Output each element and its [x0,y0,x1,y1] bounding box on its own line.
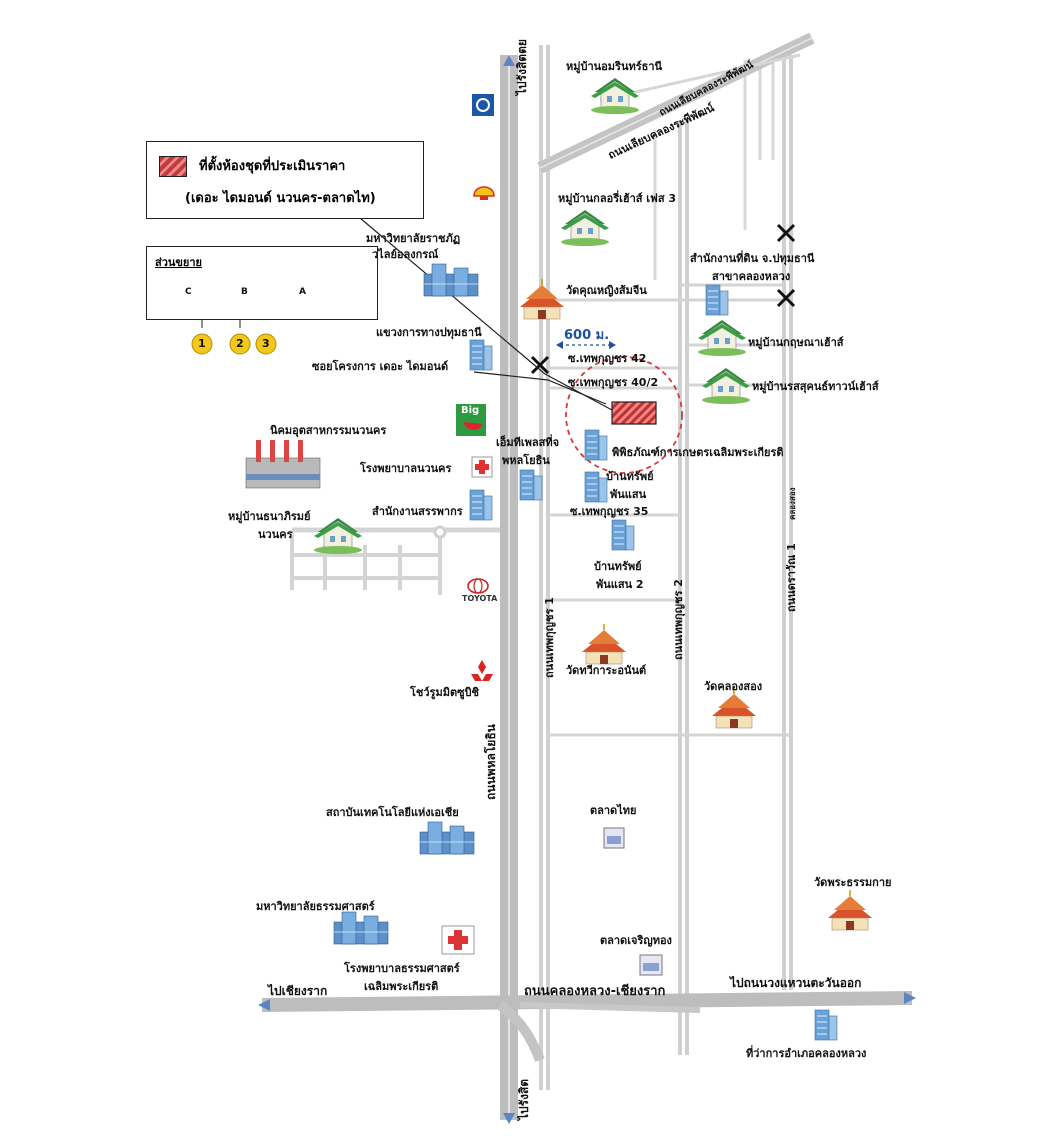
unit-number-2: 2 [236,337,244,350]
toyota-logo-icon [467,578,489,594]
place-wat-thawi: วัดทวีการะอนันต์ [566,664,647,677]
gas-station-icon [472,94,494,116]
place-thammasat: มหาวิทยาลัยธรรมศาสตร์ [256,900,375,913]
house-icon [697,319,747,357]
mitsubishi-logo-icon [471,660,493,681]
place-navanakorn-industrial: นิคมอุตสาหกรรมนวนคร [270,424,387,437]
place-talat-thai: ตลาดไทย [590,804,637,817]
site-marker[interactable] [611,401,657,425]
interchange-icons [530,223,796,375]
building-icon [584,471,608,503]
place-tu-hospital-2: เฉลิมพระเกียรติ [364,980,439,993]
place-talat-charoen: ตลาดเจริญทอง [600,934,672,947]
place-ait: สถาบันเทคโนโลยีแห่งเอเชีย [326,806,459,819]
building-icon [584,429,608,461]
place-amphoe-office: ที่ว่าการอำเภอคลองหลวง [746,1047,867,1060]
place-wat-khlong-song: วัดคลองสอง [704,680,763,693]
place-land-office-2: สาขาคลองหลวง [712,270,791,283]
road-khlong-luang-chiang-rak: ถนนคลองหลวง-เชียงราก [524,984,666,999]
soi-42: ซ.เทพกุญชร 42 [568,352,647,365]
place-tu-hospital-1: โรงพยาบาลธรรมศาสตร์ [344,962,460,975]
place-kritsana: หมู่บ้านกฤษณาเฮ้าส์ [748,336,844,349]
hospital-icon [471,456,493,478]
shell-icon [473,186,495,200]
legend-box: ที่ตั้งห้องชุดที่ประเมินราคา (เดอะ ไดมอน… [146,141,424,219]
house-icon [590,77,640,115]
market-icon [603,827,625,849]
factory-icon [245,440,321,489]
detail-title: ส่วนขยาย [155,256,202,269]
place-tesco-2: พหลโยธิน [502,454,550,467]
place-phansaen-1-line1: บ้านทรัพย์ [606,470,654,483]
block-a-label: A [299,287,306,297]
place-land-office-1: สำนักงานที่ดิน จ.ปทุมธานี [690,252,815,265]
place-highway-office: แขวงการทางปทุมธานี [376,326,482,339]
detail-box: ส่วนขยาย C B A [146,246,378,320]
direction-north: ไปรังสิตตย [515,39,529,95]
place-rassukon: หมู่บ้านรสสุคนธ์ทาวน์เฮ้าส์ [752,380,879,393]
building-icon [814,1009,838,1041]
house-icon [560,209,610,247]
direction-east: ไปถนนวงแหวนตะวันออก [730,976,862,990]
place-phansaen-2-line2: พันแสน 2 [596,578,644,591]
direction-west: ไปเชียงราก [268,984,328,998]
legend-swatch [159,156,187,177]
hospital-icon [441,925,475,955]
campus-icon [423,263,479,297]
big-c-logo-icon [456,404,486,436]
canal-khlong-song: คลองสอง [788,487,797,520]
unit-number-circles [191,333,277,355]
temple-icon [827,889,873,931]
market-icon [639,954,663,976]
distance-label: 600 ม. [564,328,610,343]
place-phansaen-1-line2: พันแสน [610,488,647,501]
place-valaya-1: มหาวิทยาลัยราชภัฏ [366,232,461,245]
road-network [261,32,913,1120]
place-valaya-2: วไลย์อลงกรณ์ [372,248,439,261]
place-tax-office: สำนักงานสรรพากร [372,505,463,518]
place-tesco-1: เอ็มทีเพลสที่จ [496,436,560,449]
legend-line-1: ที่ตั้งห้องชุดที่ประเมินราคา [199,159,346,174]
place-big-c: Big [461,405,480,416]
place-mitsubishi: โชว์รูมมิตซูบิชิ [410,686,480,699]
project-soi-label: ซอยโครงการ เดอะ ไดมอนด์ [312,360,449,373]
place-toyota: TOYOTA [462,594,498,603]
building-icon [469,489,493,521]
building-icon [611,519,635,551]
place-nava-hospital: โรงพยาบาลนวนคร [360,462,452,475]
soi-40-2: ซ.เทพกุญชร 40/2 [568,376,659,389]
temple-icon [581,623,627,665]
unit-number-1: 1 [198,337,206,350]
road-thephakun-1: ถนนเทพกุญชร 1 [543,597,556,678]
place-wat-dhammakaya: วัดพระธรรมกาย [814,876,892,889]
campus-icon [333,911,389,945]
site-radius-circle [565,356,683,474]
block-c-label: C [185,287,192,297]
place-glory: หมู่บ้านกลอรี่เฮ้าส์ เฟส 3 [558,192,677,205]
place-museum: พิพิธภัณฑ์การเกษตรเฉลิมพระเกียรติ [612,446,784,459]
soi-35: ซ.เทพกุญชร 35 [570,505,649,518]
temple-icon [519,278,565,320]
road-rawin-1: ถนนดราวัณ 1 [785,543,798,612]
distance-arrow [556,341,616,349]
place-anaphirom-2: นวนคร [258,528,293,541]
place-wat-khun: วัดคุณหญิงส้มจีน [566,284,647,297]
legend-line-2: (เดอะ ไดมอนด์ นวนคร-ตลาดไท) [185,191,376,206]
campus-icon [419,821,475,855]
building-icon [519,469,543,501]
house-icon [701,367,751,405]
road-thephakun-2: ถนนเทพกุญชร 2 [672,579,685,660]
building-icon [469,339,493,371]
place-anaphirom-1: หมู่บ้านธนาภิรมย์ [228,510,311,523]
building-icon [705,284,729,316]
direction-south: ไปรังสิต [517,1078,531,1120]
block-b-label: B [241,287,248,297]
place-amarin: หมู่บ้านอมรินทร์ธานี [566,60,663,73]
temple-icon [711,687,757,729]
unit-number-3: 3 [262,337,270,350]
place-phansaen-2-line1: บ้านทรัพย์ [594,560,642,573]
road-phahon-yothin: ถนนพหลโยธิน [484,724,498,800]
house-icon [313,517,363,555]
direction-arrows [258,55,916,1124]
